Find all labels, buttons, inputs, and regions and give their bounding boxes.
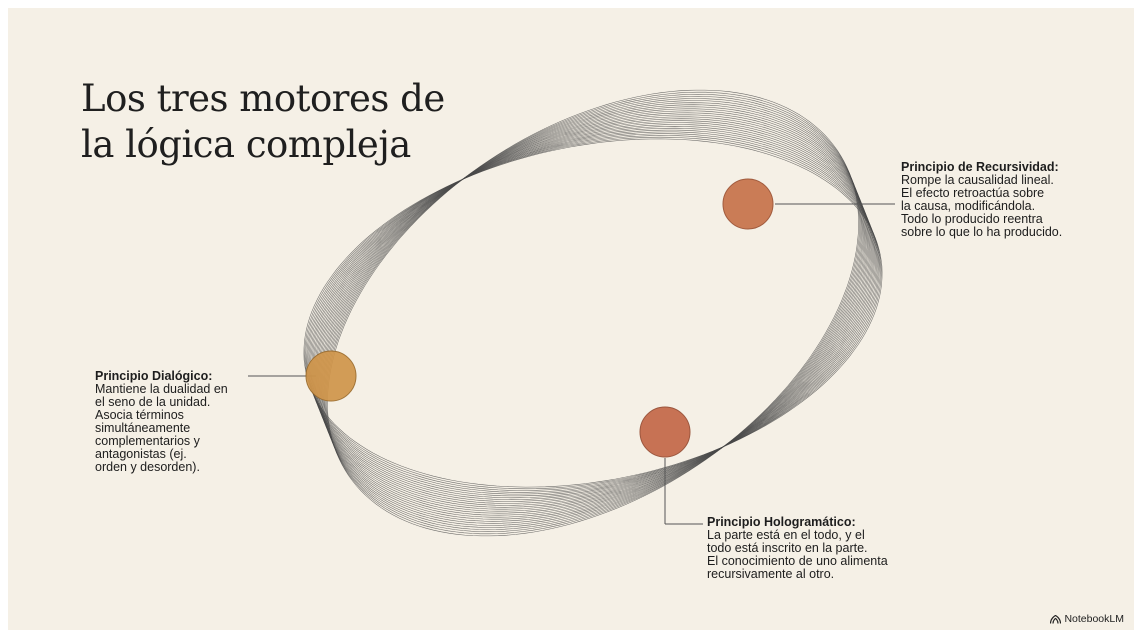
title-line-1: Los tres motores de: [81, 77, 445, 120]
mobius-strip-diagram: [248, 89, 895, 537]
strip-line: [318, 108, 868, 518]
strip-line: [312, 122, 874, 504]
page-title: Los tres motores de la lógica compleja: [81, 76, 501, 168]
strip-line: [316, 112, 870, 514]
label-hologramatico-heading: Principio Hologramático:: [707, 515, 856, 529]
label-recursividad-line: Todo lo producido reentra: [901, 212, 1043, 226]
label-hologramatico: Principio Hologramático: La parte está e…: [707, 516, 888, 581]
notebooklm-brand: NotebookLM: [1050, 613, 1124, 625]
label-hologramatico-line: todo está inscrito en la parte.: [707, 541, 868, 555]
strip-line: [307, 131, 879, 495]
label-recursividad-line: Rompe la causalidad lineal.: [901, 173, 1054, 187]
label-recursividad-line: la causa, modificándola.: [901, 199, 1036, 213]
label-hologramatico-line: La parte está en el todo, y el: [707, 528, 865, 542]
label-dialogico-line: antagonistas (ej.: [95, 447, 187, 461]
label-dialogico-line: Mantiene la dualidad en: [95, 382, 228, 396]
label-recursividad-heading: Principio de Recursividad:: [901, 160, 1059, 174]
label-recursividad-line: El efecto retroactúa sobre: [901, 186, 1045, 200]
strip-line: [319, 106, 867, 520]
label-dialogico-line: el seno de la unidad.: [95, 395, 211, 409]
strip-line: [304, 136, 882, 490]
strip-line: [310, 126, 876, 500]
strip-line: [306, 133, 880, 493]
strip-line: [314, 116, 872, 510]
label-hologramatico-line: recursivamente al otro.: [707, 567, 835, 581]
leader-lines: [248, 203, 895, 525]
notebooklm-logo-icon: [1050, 614, 1062, 624]
title-line-2: la lógica compleja: [81, 123, 411, 166]
strip-line: [308, 129, 878, 497]
strip-line: [311, 124, 875, 502]
strip-line: [305, 135, 881, 491]
slide: Los tres motores de la lógica compleja P…: [8, 8, 1134, 630]
label-recursividad-line: sobre lo que lo ha producido.: [901, 225, 1063, 239]
label-recursividad: Principio de Recursividad: Rompe la caus…: [901, 161, 1062, 239]
label-dialogico-line: orden y desorden).: [95, 460, 200, 474]
label-dialogico-heading: Principio Dialógico:: [95, 369, 213, 383]
strip-line: [317, 110, 869, 516]
strip-line: [314, 118, 872, 508]
strip-line: [313, 120, 873, 506]
label-hologramatico-line: El conocimiento de uno alimenta: [707, 554, 888, 568]
strip-line: [315, 114, 871, 512]
strip-line: [303, 138, 883, 488]
label-dialogico: Principio Dialógico: Mantiene la dualida…: [95, 370, 228, 474]
node-dialogico: [305, 350, 357, 402]
strip-line: [309, 127, 877, 499]
label-dialogico-line: complementarios y: [95, 434, 200, 448]
label-dialogico-line: simultáneamente: [95, 421, 191, 435]
node-hologramatico: [639, 406, 691, 458]
label-dialogico-line: Asocia términos: [95, 408, 184, 422]
node-recursividad: [722, 178, 774, 230]
brand-label: NotebookLM: [1064, 613, 1124, 625]
